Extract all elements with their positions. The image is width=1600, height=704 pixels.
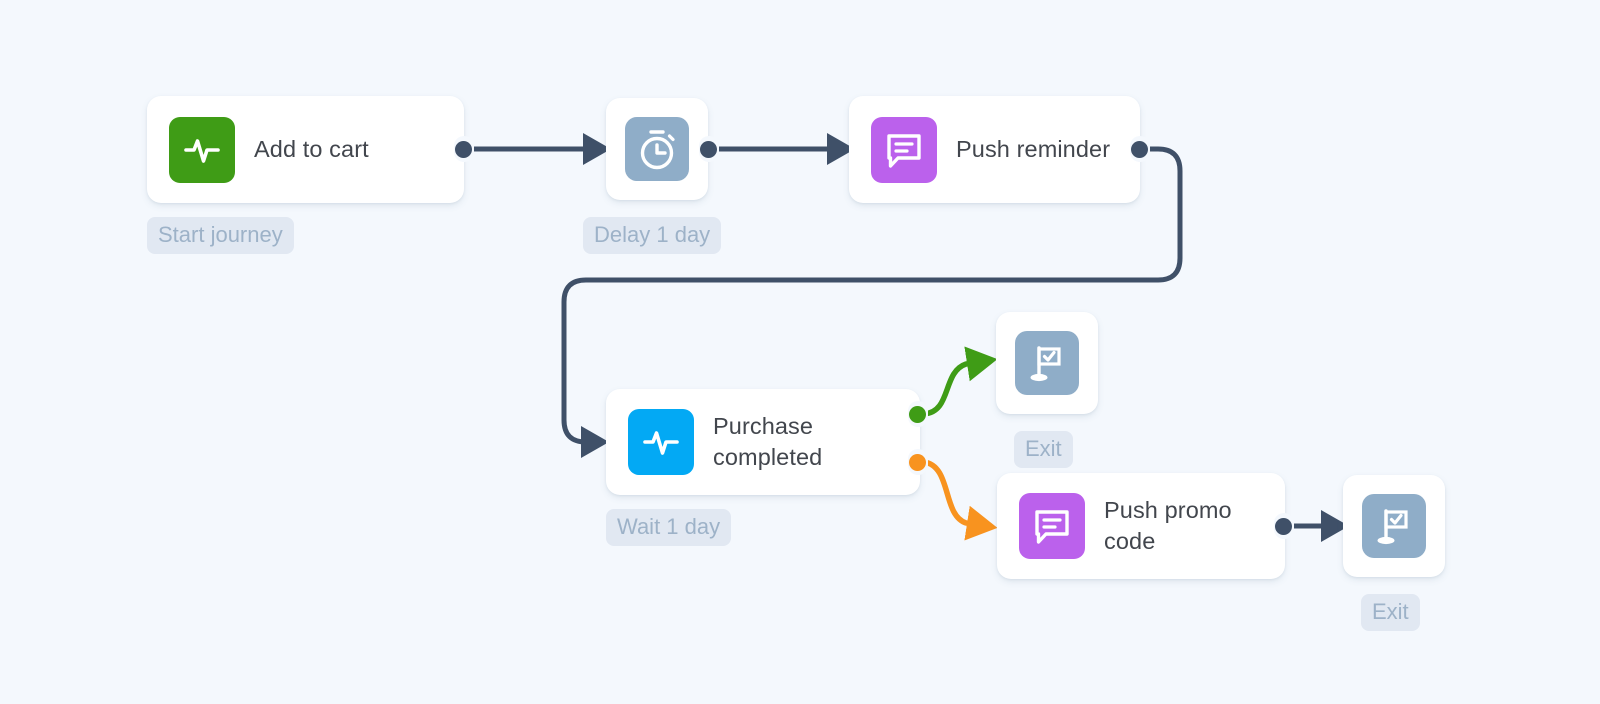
node-push-promo-code[interactable]: Push promo code [997,473,1285,579]
node-label: Purchase completed [713,412,823,470]
stopwatch-icon [625,117,689,181]
flag-check-icon [1362,494,1426,558]
node-label: Push reminder [956,135,1111,162]
edge-purchase-no-to-push-promo [921,459,998,541]
push-message-icon [871,116,937,183]
node-push-reminder[interactable]: Push reminder [849,96,1140,203]
caption-exit-top: Exit [1014,431,1073,469]
port-push-reminder-out[interactable] [1131,141,1148,158]
node-purchase-completed[interactable]: Purchase completed [606,389,920,495]
node-label: Push promo code [1104,496,1232,554]
flag-check-icon [1015,331,1079,395]
edge-purchase-yes-to-exit [921,346,998,417]
push-message-icon [1019,493,1085,559]
node-exit-bottom[interactable] [1343,475,1445,577]
port-purchase-yes-out[interactable] [909,406,926,423]
port-delay-out[interactable] [700,141,717,158]
node-label: Add to cart [254,135,369,162]
node-delay-1-day[interactable] [606,98,708,200]
activity-pulse-icon [169,116,235,183]
port-purchase-no-out[interactable] [909,454,926,471]
node-add-to-cart[interactable]: Add to cart [147,96,464,203]
node-exit-top[interactable] [996,312,1098,414]
activity-pulse-icon [628,409,694,475]
port-push-promo-out[interactable] [1275,518,1292,535]
caption-delay-1-day: Delay 1 day [583,217,722,255]
caption-start-journey: Start journey [147,217,294,255]
caption-wait-1-day: Wait 1 day [606,509,732,547]
port-add-to-cart-out[interactable] [455,141,472,158]
caption-exit-bottom: Exit [1361,594,1420,632]
